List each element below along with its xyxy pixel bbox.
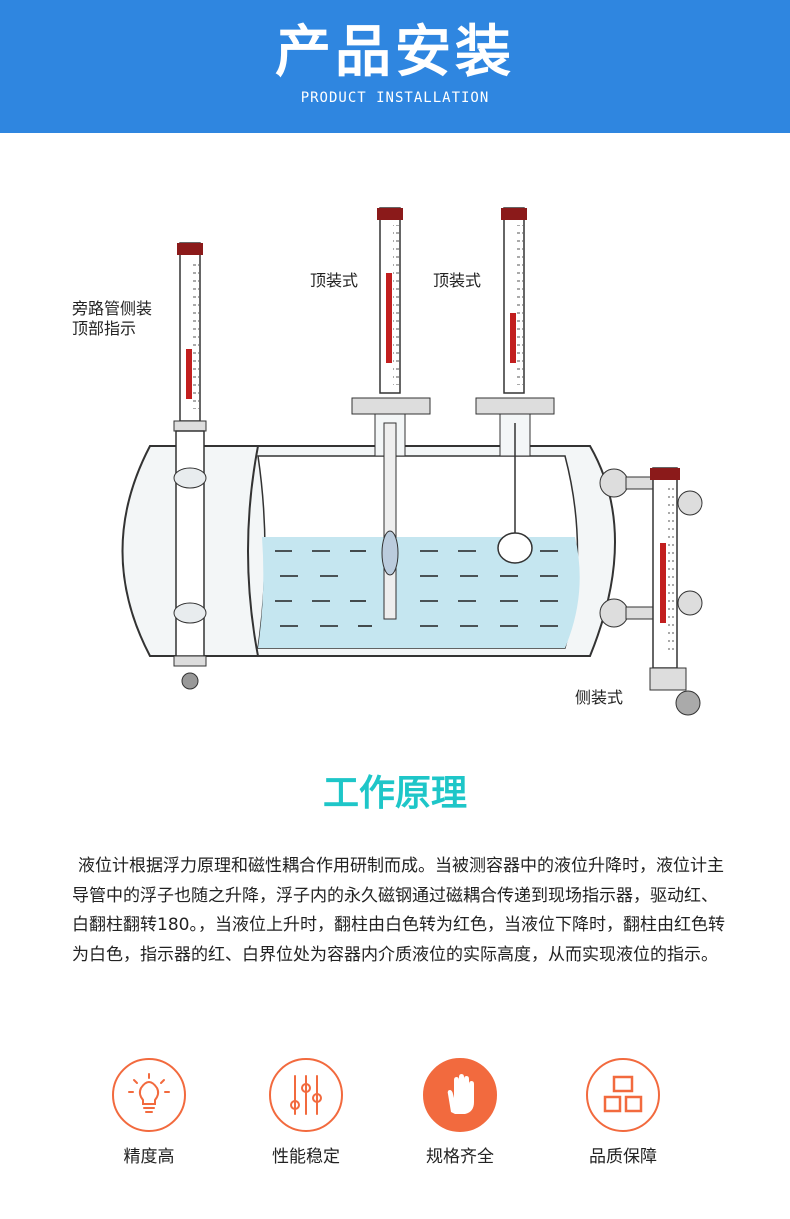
- label-bypass-line2: 顶部指示: [72, 319, 137, 338]
- label-bypass-line1: 旁路管侧装: [72, 299, 153, 318]
- feature-precision: 精度高: [99, 1058, 199, 1198]
- page-title: 产品安装: [275, 20, 515, 85]
- quality-icon: [586, 1058, 660, 1132]
- feature-label: 性能稳定: [272, 1147, 340, 1167]
- feature-stability: 性能稳定: [256, 1058, 356, 1198]
- bypass-gauge: [173, 242, 207, 690]
- hand-icon: [423, 1058, 497, 1132]
- feature-label: 品质保障: [589, 1147, 657, 1167]
- sliders-icon: [269, 1058, 343, 1132]
- label-top-mounted-2: 顶装式: [433, 271, 482, 290]
- label-side-mounted: 侧装式: [575, 688, 624, 707]
- principle-text: 液位计根据浮力原理和磁性耦合作用研制而成。当被测容器中的液位升降时，液位计主导管…: [72, 856, 725, 965]
- side-mounted-gauge: [599, 467, 703, 716]
- label-top-mounted-1: 顶装式: [310, 271, 359, 290]
- page-subtitle: PRODUCT INSTALLATION: [300, 90, 490, 106]
- feature-quality: 品质保障: [573, 1058, 673, 1198]
- installation-diagram: 旁路管侧装 顶部指示 顶装式 顶装式 侧装式: [0, 133, 790, 753]
- tank-body: [121, 445, 616, 657]
- feature-label: 精度高: [123, 1147, 175, 1167]
- top-mounted-gauge-2: [475, 207, 555, 564]
- feature-label: 规格齐全: [426, 1147, 494, 1167]
- bulb-icon: [112, 1058, 186, 1132]
- tank-illustration: [121, 207, 703, 716]
- top-mounted-gauge-1: [351, 207, 431, 620]
- principle-title: 工作原理: [322, 773, 467, 814]
- feature-specs: 规格齐全: [410, 1058, 510, 1198]
- header-banner: 产品安装 PRODUCT INSTALLATION: [0, 0, 790, 133]
